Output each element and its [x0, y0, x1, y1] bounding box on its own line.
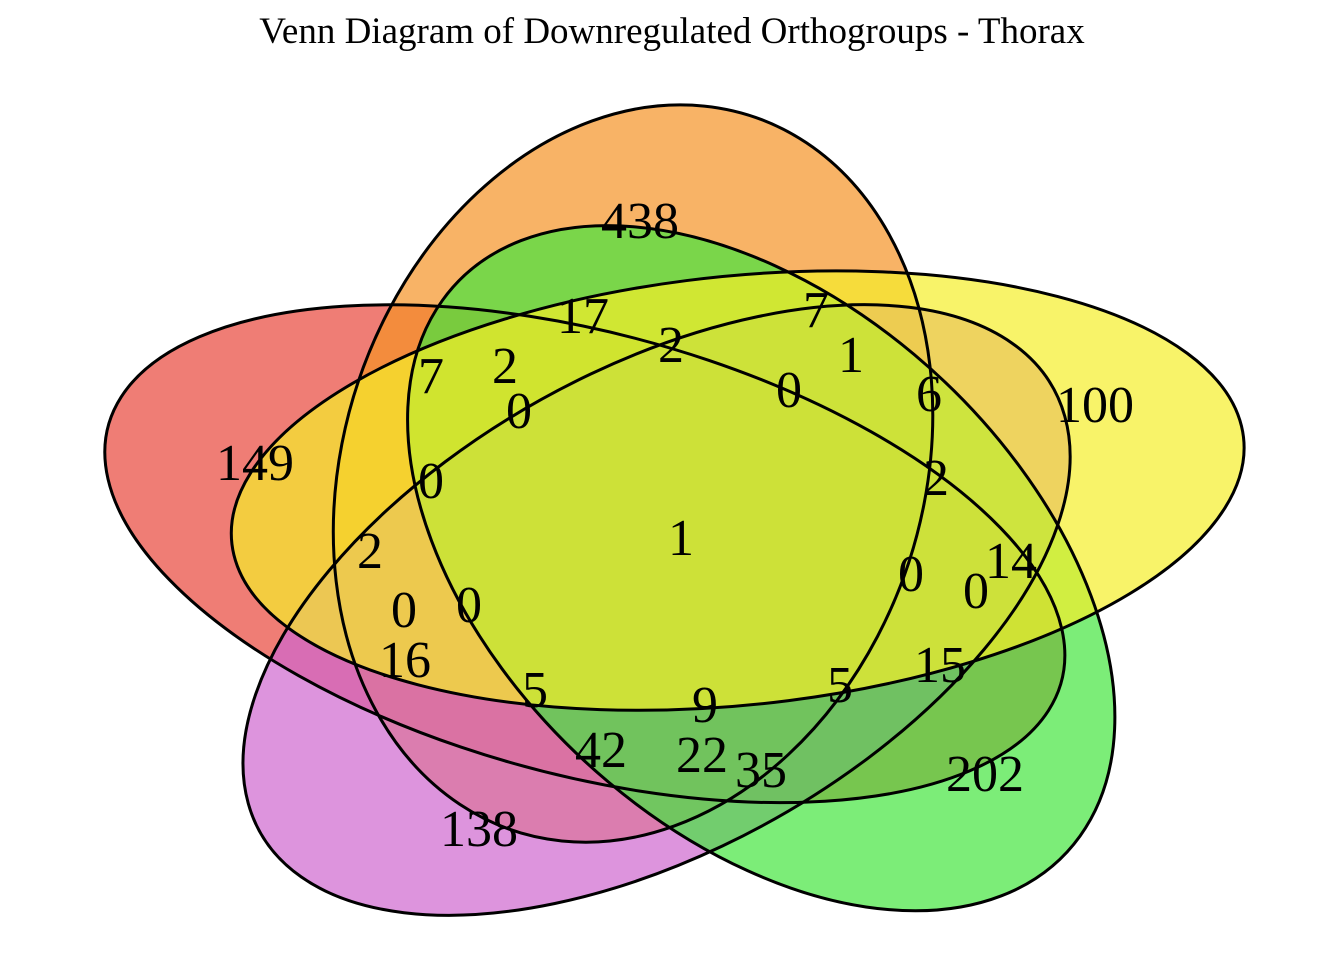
intersection-count: 1	[838, 327, 864, 384]
figure-title: Venn Diagram of Downregulated Orthogroup…	[259, 11, 1085, 52]
count-green-only: 202	[946, 746, 1024, 803]
green-ellipse-outline	[261, 140, 1260, 960]
count-orange-only: 438	[601, 193, 679, 250]
intersection-count: 0	[963, 563, 989, 620]
intersection-count: 0	[898, 546, 924, 603]
intersection-count: 2	[923, 450, 949, 507]
count-all-five-sets: 1	[668, 510, 694, 567]
intersection-count: 0	[418, 453, 444, 510]
intersection-count: 6	[916, 366, 942, 423]
intersection-count: 0	[391, 582, 417, 639]
purple-ellipse-outline	[90, 195, 1224, 960]
intersection-count: 7	[803, 282, 829, 339]
red-ellipse-outline	[0, 204, 1173, 904]
intersection-count: 2	[357, 523, 383, 580]
intersection-count: 17	[557, 288, 609, 345]
intersection-count: 5	[522, 662, 548, 719]
count-yellow-only: 100	[1056, 377, 1134, 434]
intersection-count: 42	[575, 722, 627, 779]
intersection-count: 14	[985, 533, 1037, 590]
intersection-count: 9	[692, 677, 718, 734]
intersection-count: 0	[456, 577, 482, 634]
count-red-only: 149	[216, 435, 294, 492]
intersection-count: 22	[676, 727, 728, 784]
intersection-count: 5	[827, 657, 853, 714]
intersection-count: 35	[735, 742, 787, 799]
yellow-ellipse-outline	[183, 216, 1293, 765]
intersection-count: 16	[379, 632, 431, 689]
orange-ellipse-outline	[271, 76, 996, 870]
intersection-count: 2	[492, 338, 518, 395]
intersection-count: 7	[418, 348, 444, 405]
count-purple-only: 138	[440, 801, 518, 858]
intersection-count: 15	[914, 637, 966, 694]
yellow-ellipse-fill	[231, 270, 1245, 711]
intersection-count: 2	[658, 317, 684, 374]
intersection-count: 0	[506, 383, 532, 440]
intersection-count: 0	[776, 362, 802, 419]
